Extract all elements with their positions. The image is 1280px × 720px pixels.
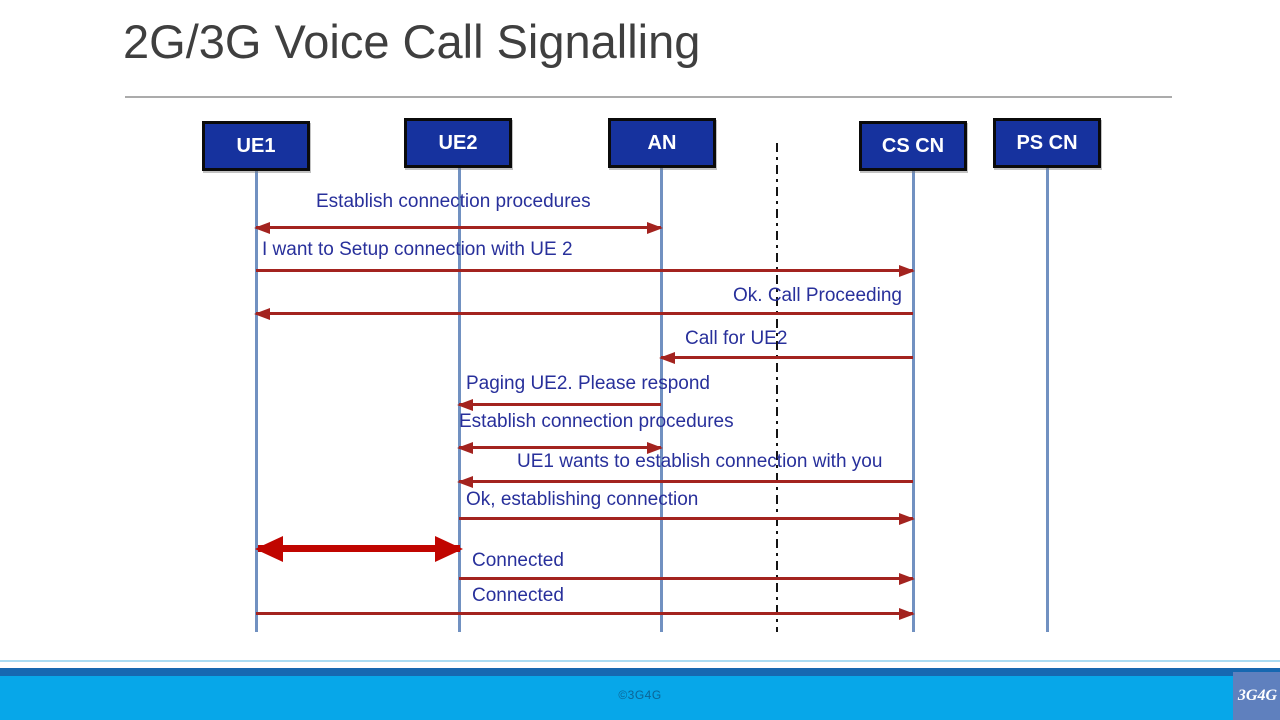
footer-bar — [0, 676, 1280, 720]
message-label: Ok, establishing connection — [466, 489, 699, 510]
arrowhead-left-icon — [659, 351, 675, 364]
slide-title: 2G/3G Voice Call Signalling — [123, 15, 701, 68]
actor-label: CS CN — [881, 134, 945, 157]
actor-box-ue2: UE2 — [404, 118, 512, 168]
arrowhead-left-icon — [255, 535, 283, 562]
actor-label: PS CN — [1016, 131, 1078, 154]
message-arrow — [256, 264, 915, 277]
message-label: Paging UE2. Please respond — [466, 373, 710, 394]
message-label: I want to Setup connection with UE 2 — [262, 239, 573, 260]
arrowhead-right-icon — [899, 607, 915, 620]
message-label: Ok. Call Proceeding — [733, 285, 902, 306]
lifeline-cscn — [912, 168, 915, 632]
title-underline — [125, 96, 1172, 98]
arrowhead-right-icon — [899, 572, 915, 585]
logo-badge: 3G4G — [1233, 672, 1280, 720]
arrowhead-left-icon — [457, 475, 473, 488]
message-label: Connected — [472, 550, 564, 571]
logo-text: 3G4G — [1237, 687, 1277, 704]
message-arrow — [457, 475, 913, 488]
lifeline-an — [660, 168, 663, 632]
message-label: UE1 wants to establish connection with y… — [517, 451, 883, 472]
lifeline-pscn — [1046, 168, 1049, 632]
arrowhead-right-icon — [647, 441, 663, 454]
actor-label: UE2 — [438, 131, 478, 154]
message-arrow — [459, 572, 915, 585]
actor-label: AN — [647, 131, 677, 154]
actor-box-an: AN — [608, 118, 716, 168]
arrowhead-left-icon — [254, 307, 270, 320]
footer-stripe — [0, 668, 1280, 676]
message-label: Establish connection procedures — [459, 411, 734, 432]
message-arrow — [254, 221, 663, 234]
arrowhead-right-icon — [899, 512, 915, 525]
arrowhead-left-icon — [457, 398, 473, 411]
actor-box-ue1: UE1 — [202, 121, 310, 171]
arrowhead-right-icon — [647, 221, 663, 234]
message-label: Connected — [472, 585, 564, 606]
actor-label: UE1 — [236, 134, 276, 157]
message-label: Establish connection procedures — [316, 191, 591, 212]
message-arrow — [254, 307, 913, 320]
actor-box-cscn: CS CN — [859, 121, 967, 171]
bearer-arrow — [255, 535, 463, 562]
lifeline-ue1 — [255, 168, 258, 632]
arrowhead-right-icon — [899, 264, 915, 277]
arrowhead-left-icon — [457, 441, 473, 454]
actor-box-pscn: PS CN — [993, 118, 1101, 168]
network-boundary-divider — [776, 143, 778, 632]
arrowhead-left-icon — [254, 221, 270, 234]
message-arrow — [457, 398, 661, 411]
message-label: Call for UE2 — [685, 328, 788, 349]
message-arrow — [659, 351, 913, 364]
message-arrow — [459, 512, 915, 525]
arrowhead-right-icon — [435, 535, 463, 562]
message-arrow — [457, 441, 663, 454]
copyright-text: ©3G4G — [618, 688, 662, 702]
message-arrow — [256, 607, 915, 620]
footer-hairline — [0, 660, 1280, 662]
